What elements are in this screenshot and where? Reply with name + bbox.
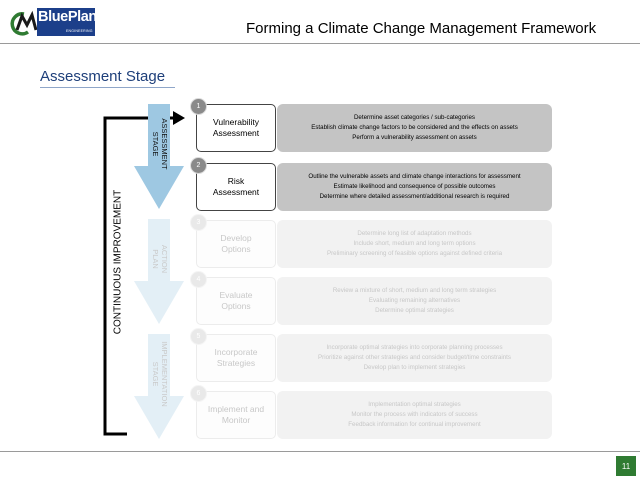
step-number-badge: 5 [190, 328, 207, 345]
step-description-line: Include short, medium and long term opti… [353, 240, 476, 247]
step-description-5: Incorporate optimal strategies into corp… [277, 334, 552, 382]
stage-label-line1: ACTION [160, 244, 169, 274]
step-description-line: Prioritize against other strategies and … [318, 354, 511, 361]
stage-label-line2: PLAN [151, 249, 160, 269]
step-number-badge: 3 [190, 214, 207, 231]
step-name-line1: Develop [220, 233, 252, 243]
step-description-line: Preliminary screening of feasible option… [326, 250, 503, 257]
step-number-badge: 1 [190, 98, 207, 115]
step-name-line2: Strategies [216, 358, 256, 368]
stage-label-line1: IMPLEMENTATION [160, 341, 169, 407]
step-description-3: Determine long list of adaptation method… [277, 220, 552, 268]
step-description-line: Implementation optimal strategies [368, 401, 461, 408]
down-arrow-icon [134, 104, 184, 209]
down-arrow-icon [134, 219, 184, 324]
logo-subtext: ENGINEERING [66, 29, 93, 33]
step-description-line: Develop plan to implement strategies [363, 364, 466, 371]
stage-label-line2: STAGE [151, 361, 160, 387]
subtitle-underline [40, 87, 175, 88]
footer-divider [0, 451, 640, 452]
blueplan-logo [8, 6, 100, 40]
step-number-badge: 4 [190, 271, 207, 288]
step-name-line1: Incorporate [214, 347, 258, 357]
stage-label-line1: ASSESSMENT [160, 118, 169, 170]
logo-text: BluePlan [38, 9, 97, 25]
step-name-line2: Monitor [221, 415, 251, 425]
step-name-line1: Evaluate [219, 290, 253, 300]
logo-blue-block [37, 8, 95, 36]
step-description-4: Review a mixture of short, medium and lo… [277, 277, 552, 325]
step-name-line2: Options [221, 301, 251, 311]
step-description-line: Estimate likelihood and consequence of p… [333, 183, 496, 190]
step-description-line: Monitor the process with indicators of s… [351, 411, 478, 418]
continuous-improvement-label: CONTINUOUS IMPROVEMENT [112, 189, 124, 335]
step-number-badge: 6 [190, 385, 207, 402]
step-description-line: Determine where detailed assessment/addi… [319, 193, 510, 200]
step-name-line1: Implement and [207, 404, 265, 414]
page-subtitle: Assessment Stage [40, 68, 166, 85]
step-description-line: Determine asset categories / sub-categor… [353, 114, 476, 121]
down-arrow-icon [134, 334, 184, 439]
step-name-line1: Risk [227, 176, 245, 186]
logo-mark-icon [10, 10, 38, 36]
step-description-line: Outline the vulnerable assets and climat… [308, 173, 521, 180]
step-description-1: Determine asset categories / sub-categor… [277, 104, 552, 152]
stage-label-line2: STAGE [151, 131, 160, 157]
step-description-2: Outline the vulnerable assets and climat… [277, 163, 552, 211]
page-number-badge: 11 [616, 456, 636, 476]
step-description-line: Incorporate optimal strategies into corp… [326, 344, 503, 351]
step-description-line: Feedback information for continual impro… [348, 421, 481, 428]
step-name-line2: Assessment [212, 128, 260, 138]
step-description-line: Perform a vulnerability assessment on as… [352, 134, 477, 141]
step-description-line: Establish climate change factors to be c… [311, 124, 518, 131]
step-description-line: Evaluating remaining alternatives [368, 297, 461, 304]
step-description-line: Review a mixture of short, medium and lo… [332, 287, 497, 294]
step-name-line1: Vulnerability [212, 117, 259, 127]
slide-title: Forming a Climate Change Management Fram… [246, 20, 597, 37]
step-description-line: Determine long list of adaptation method… [357, 230, 472, 237]
step-number-badge: 2 [190, 157, 207, 174]
step-name-line2: Assessment [212, 187, 260, 197]
continuous-improvement-loop-icon [103, 111, 185, 436]
step-name-line2: Options [221, 244, 251, 254]
step-description-line: Determine optimal strategies [375, 307, 454, 314]
header-divider [0, 43, 640, 44]
